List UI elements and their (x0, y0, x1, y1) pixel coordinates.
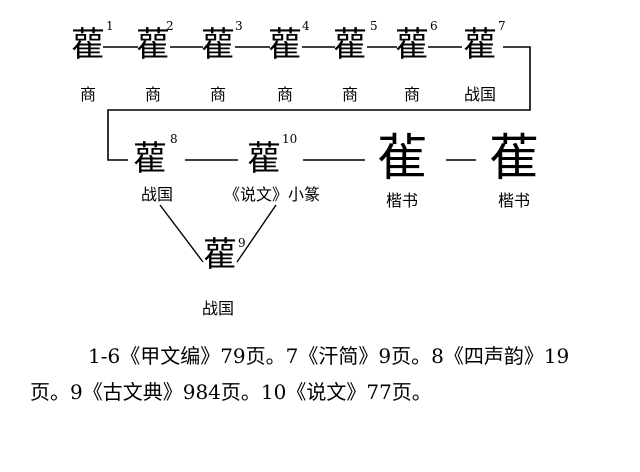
glyph-8: 雚 (133, 139, 167, 179)
glyph-1: 雚 (71, 25, 105, 65)
glyph-9: 雚 (203, 235, 237, 275)
period-label-6: 商 (403, 85, 420, 104)
period-label-4: 商 (276, 85, 293, 104)
glyph-10: 雚 (247, 139, 281, 179)
connector-8-9 (159, 204, 204, 263)
node-number-8: 8 (170, 132, 178, 146)
glyph-7: 雚 (463, 25, 497, 65)
glyph-6: 雚 (395, 25, 429, 65)
kaishu-glyph-2: 萑 (489, 129, 539, 187)
node-number-3: 3 (235, 19, 243, 33)
node-number-5: 5 (370, 19, 378, 33)
period-label-5: 商 (341, 85, 358, 104)
source-footnote: 1-6《甲文编》79页。7《汗简》9页。8《四声韵》19页。9《古文典》984页… (30, 344, 570, 404)
period-label-10: 《说文》小篆 (223, 185, 320, 204)
glyph-2: 雚 (136, 25, 170, 65)
period-label-1: 商 (79, 85, 96, 104)
period-label-3: 商 (209, 85, 226, 104)
node-number-7: 7 (498, 19, 506, 33)
connector-10-9 (236, 204, 277, 263)
node-number-1: 1 (106, 19, 114, 33)
node-number-2: 2 (166, 19, 174, 33)
period-label-2: 商 (144, 85, 161, 104)
glyph-5: 雚 (333, 25, 367, 65)
period-label-8: 战国 (140, 185, 173, 204)
node-number-4: 4 (302, 19, 310, 33)
kaishu-glyph-1: 雈 (377, 129, 427, 187)
node-number-6: 6 (430, 19, 438, 33)
kaishu-label-2: 楷书 (497, 191, 530, 210)
period-label-9: 战国 (201, 299, 234, 318)
period-label-7: 战国 (463, 85, 496, 104)
kaishu-label-1: 楷书 (385, 191, 418, 210)
connector-7-8-bracket (107, 46, 531, 161)
glyph-4: 雚 (268, 25, 302, 65)
node-number-9: 9 (238, 236, 246, 250)
node-number-10: 10 (282, 132, 298, 146)
glyph-3: 雚 (201, 25, 235, 65)
